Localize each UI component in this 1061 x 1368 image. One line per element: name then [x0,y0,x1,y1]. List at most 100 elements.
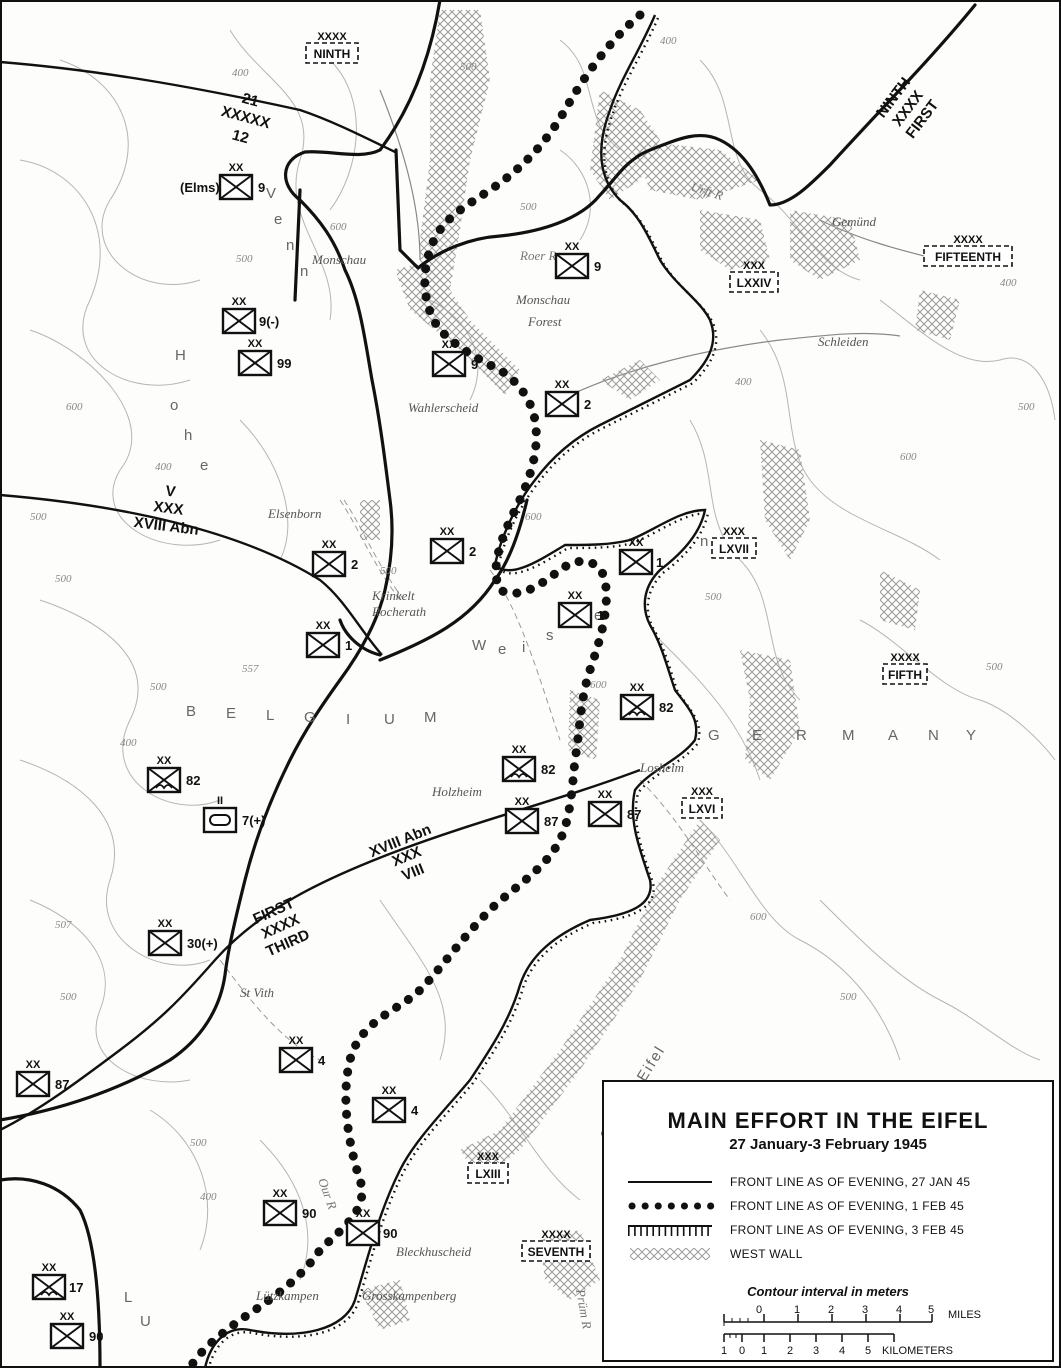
contour-label: 500 [1018,401,1035,413]
svg-text:82: 82 [659,700,673,715]
unit-82-east[interactable]: XX 82 [619,682,673,721]
svg-text:12: 12 [230,127,251,148]
unit-1-east[interactable]: XX 1 [618,537,663,576]
svg-text:MILES: MILES [948,1309,981,1321]
svg-text:1: 1 [656,555,663,570]
svg-text:XXX: XXX [723,526,746,538]
unit-4-east[interactable]: XX 4 [371,1085,419,1124]
legend-contour-note: Contour interval in meters [747,1284,909,1299]
unit-90-west[interactable]: XX 90 [262,1188,316,1227]
enemy-lxiii-corps[interactable]: XXX LXIII [467,1151,509,1184]
legend-dotted-line-swatch [628,1202,716,1210]
legend-label: WEST WALL [730,1247,803,1261]
unit-4-west[interactable]: XX 4 [278,1035,326,1074]
legend-item-front-1feb: FRONT LINE AS OF EVENING, 1 FEB 45 [626,1196,1046,1216]
place-names: Monschau Monschau Forest Wahlerscheid El… [240,214,877,1303]
place-gemund: Gemünd [832,214,877,229]
unit-90-southwest[interactable]: XX 90 [49,1311,103,1350]
svg-text:LXXIV: LXXIV [737,276,772,290]
river-prum: Prüm R [573,1287,595,1330]
svg-text:17: 17 [69,1280,83,1295]
roads [219,499,731,1061]
svg-text:1: 1 [345,638,352,653]
svg-text:87: 87 [544,814,558,829]
svg-text:s: s [546,627,556,644]
unit-87-east[interactable]: XX 87 [587,789,641,828]
svg-text:SEVENTH: SEVENTH [528,1245,585,1259]
svg-text:4: 4 [896,1304,902,1316]
svg-text:LXIII: LXIII [475,1167,500,1181]
unit-82-center[interactable]: XX 82 [501,744,555,783]
unit-87-west[interactable]: XX 87 [15,1059,69,1098]
contour-label: 500 [55,573,72,585]
svg-text:4: 4 [411,1103,419,1118]
unit-82-west[interactable]: XX 82 [146,755,200,794]
svg-text:21: 21 [240,90,261,111]
place-bleckhuscheid: Bleckhuscheid [396,1244,472,1259]
svg-text:XX: XX [568,590,583,602]
enemy-lxvii-corps[interactable]: XXX LXVII [711,526,757,559]
unit-9-monschau[interactable]: XX 9 [554,241,601,280]
svg-text:Y: Y [966,727,978,744]
enemy-fifteenth-army[interactable]: XXXX FIFTEENTH [923,234,1013,267]
svg-text:o: o [170,397,180,414]
contour-label: 557 [242,663,259,675]
river-our: Our R [315,1176,340,1211]
svg-text:5: 5 [865,1345,871,1357]
unit-90-east[interactable]: XX 90 [345,1208,397,1247]
svg-text:2: 2 [787,1345,793,1357]
unit-2-wahlerscheid[interactable]: XX 2 [544,379,591,418]
unit-9-minus[interactable]: XX 9(-) [221,296,279,335]
legend-title: MAIN EFFORT IN THE EIFEL [667,1108,989,1133]
svg-text:3: 3 [862,1304,868,1316]
place-monschau-forest: Forest [527,314,562,329]
svg-text:1: 1 [721,1345,727,1357]
unit-30-plus[interactable]: XX 30(+) [147,918,218,957]
svg-text:R: R [796,727,809,744]
svg-text:L: L [266,707,276,724]
enemy-seventh-army[interactable]: XXXX SEVENTH [521,1229,591,1262]
unit-17-airborne[interactable]: XX 17 [31,1262,83,1301]
scale-bar: 0 1 2 3 4 5 MILES 1 0 1 2 3 4 5 KILOMETE… [721,1304,981,1357]
enemy-fifth-army[interactable]: XXXX FIFTH [882,652,928,685]
unit-1-west[interactable]: XX 1 [305,620,352,659]
front-line-1feb [185,10,645,1368]
svg-text:I: I [346,711,352,728]
unit-2-east[interactable]: XX 2 [429,526,476,565]
unit-87-center[interactable]: XX 87 [504,796,558,835]
unit-9-elms[interactable]: XX (Elms) 9 [180,162,265,201]
enemy-lxvi-corps[interactable]: XXX LXVI [681,786,723,819]
svg-text:87: 87 [627,807,641,822]
svg-text:87: 87 [55,1077,69,1092]
svg-text:h: h [184,427,194,444]
svg-text:4: 4 [839,1345,845,1357]
unit-1-center[interactable]: XX 1 [557,590,604,629]
unit-7-armored[interactable]: II 7(+) [202,795,265,834]
enemy-lxxiv-corps[interactable]: XXX LXXIV [729,260,779,293]
svg-text:2: 2 [351,557,358,572]
river-roer: Roer R [519,248,557,263]
contour-label: 400 [155,461,172,473]
place-rocherath: Rocherath [371,604,426,619]
contour-label: 500 [236,253,253,265]
svg-text:N: N [928,727,941,744]
svg-text:H: H [175,347,188,364]
unit-9-south[interactable]: XX 9 [431,339,478,378]
svg-text:M: M [424,709,439,726]
enemy-ninth-army[interactable]: XXXX NINTH [305,31,359,64]
legend-solid-line-swatch [628,1181,712,1183]
svg-text:i: i [522,639,527,656]
svg-text:L: L [124,1289,134,1306]
unit-99[interactable]: XX 99 [237,338,291,377]
unit-2-elsenborn[interactable]: XX 2 [311,539,358,578]
svg-text:V: V [164,483,176,501]
svg-text:XXX: XXX [152,498,184,519]
contour-label: 400 [120,737,137,749]
svg-text:82: 82 [186,773,200,788]
svg-text:XX: XX [356,1208,371,1220]
svg-text:XX: XX [512,744,527,756]
contour-label: 500 [986,661,1003,673]
legend: MAIN EFFORT IN THE EIFEL 27 January-3 Fe… [602,1080,1054,1362]
svg-text:XX: XX [248,338,263,350]
